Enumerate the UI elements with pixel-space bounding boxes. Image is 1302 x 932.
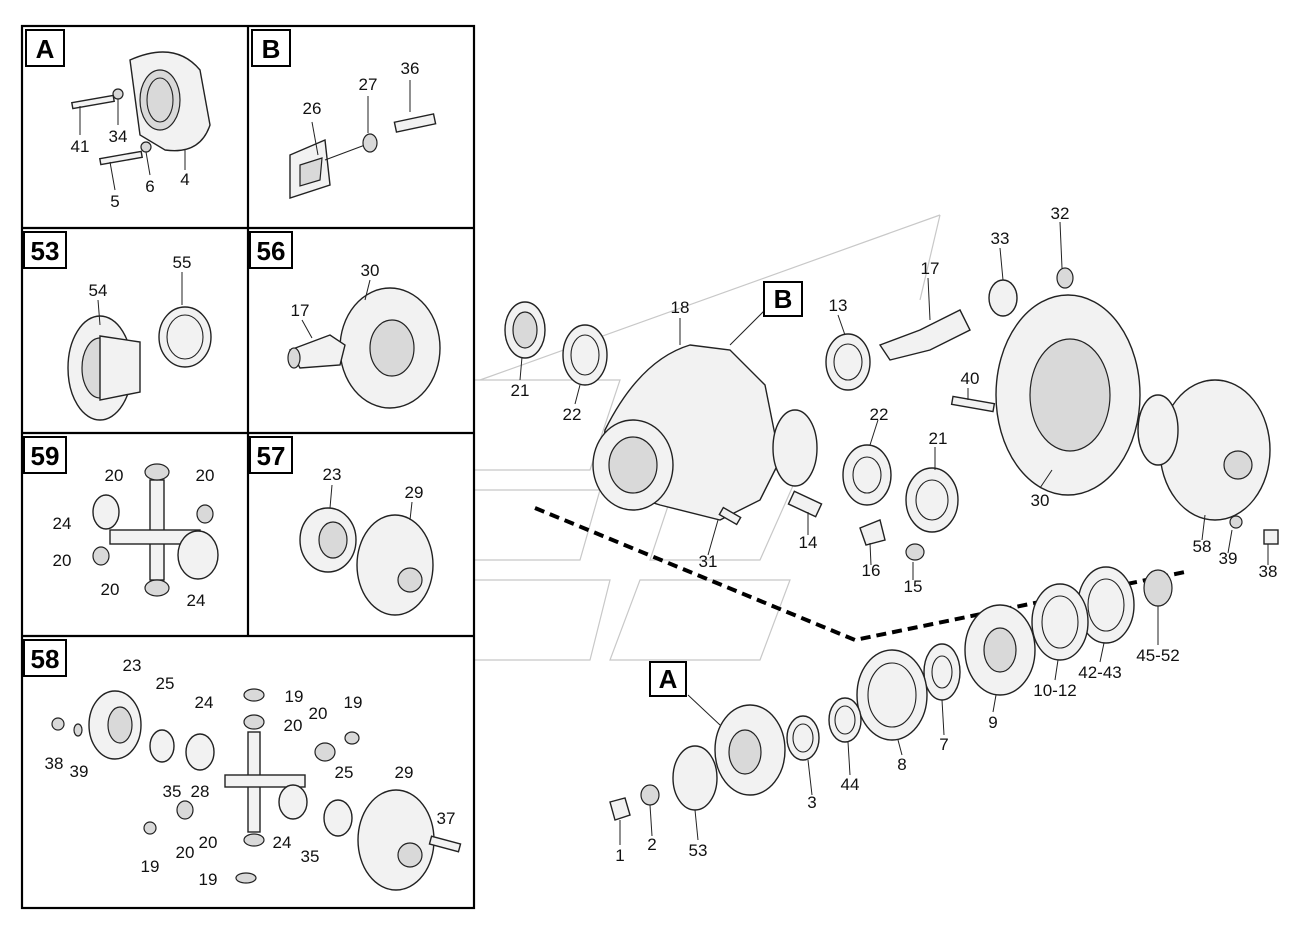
panel-A-drawing [70,51,211,191]
label: 21 [511,381,530,400]
label: 5 [110,192,119,211]
label: 19 [199,870,218,889]
label: 7 [939,735,948,754]
label: 39 [1219,549,1238,568]
label: 20 [53,551,72,570]
label: 24 [53,514,72,533]
label: 38 [45,754,64,773]
label: 19 [285,687,304,706]
label: 37 [437,809,456,828]
label: 27 [359,75,378,94]
panel-title-A: A [25,29,65,67]
label: 36 [401,59,420,78]
label: 20 [309,704,328,723]
panel-56-drawing [287,279,441,409]
label: 26 [303,99,322,118]
label: 22 [563,405,582,424]
label: 20 [284,716,303,735]
label: 4 [180,170,189,189]
label: 17 [921,259,940,278]
svg-text:56: 56 [257,236,286,266]
label: 14 [799,533,818,552]
panel-58-drawing [51,688,462,891]
label: 39 [70,762,89,781]
svg-text:A: A [36,34,55,64]
label: 53 [689,841,708,860]
panel-title-59: 59 [23,436,67,474]
label: 23 [323,465,342,484]
label: 35 [301,847,320,866]
label: 44 [841,775,860,794]
label: 3 [807,793,816,812]
label: 20 [176,843,195,862]
svg-text:59: 59 [31,441,60,471]
label: 23 [123,656,142,675]
label: 24 [187,591,206,610]
label: 29 [405,483,424,502]
label: 25 [335,763,354,782]
label: 45-52 [1136,646,1179,665]
label: 20 [101,580,120,599]
label: 31 [699,552,718,571]
panel-title-57: 57 [249,436,293,474]
label: 10-12 [1033,681,1076,700]
label: 17 [291,301,310,320]
label: 32 [1051,204,1070,223]
panel-59-drawing [92,463,219,597]
svg-text:58: 58 [31,644,60,674]
panel-title-56: 56 [249,231,293,269]
panel-53-drawing [67,272,212,421]
label: 33 [991,229,1010,248]
label: 24 [195,693,214,712]
svg-text:A: A [659,664,678,694]
label: 19 [344,693,363,712]
label: 38 [1259,562,1278,581]
label: 28 [191,782,210,801]
label: 8 [897,755,906,774]
svg-text:B: B [262,34,281,64]
label: 21 [929,429,948,448]
label: 1 [615,846,624,865]
svg-text:B: B [774,284,793,314]
main-exploded-view [504,221,1279,845]
label: 6 [145,177,154,196]
label: 15 [904,577,923,596]
label: 58 [1193,537,1212,556]
panel-B-drawing [289,80,437,199]
label: 20 [196,466,215,485]
panel-title-58: 58 [23,639,67,677]
label: 24 [273,833,292,852]
callout-A: A [649,661,687,697]
label: 9 [988,713,997,732]
label: 55 [173,253,192,272]
panel-title-B: B [251,29,291,67]
label: 34 [109,127,128,146]
svg-text:53: 53 [31,236,60,266]
label: 30 [361,261,380,280]
label: 16 [862,561,881,580]
svg-text:57: 57 [257,441,286,471]
label: 41 [71,137,90,156]
label: 42-43 [1078,663,1121,682]
panel-title-53: 53 [23,231,67,269]
label: 18 [671,298,690,317]
label: 25 [156,674,175,693]
label: 29 [395,763,414,782]
label: 13 [829,296,848,315]
label: 20 [199,833,218,852]
label: 35 [163,782,182,801]
panel-57-drawing [299,484,434,616]
label: 40 [961,369,980,388]
label: 54 [89,281,108,300]
label: 2 [647,835,656,854]
callout-B: B [763,281,803,317]
label: 19 [141,857,160,876]
label: 22 [870,405,889,424]
label: 20 [105,466,124,485]
label: 30 [1031,491,1050,510]
